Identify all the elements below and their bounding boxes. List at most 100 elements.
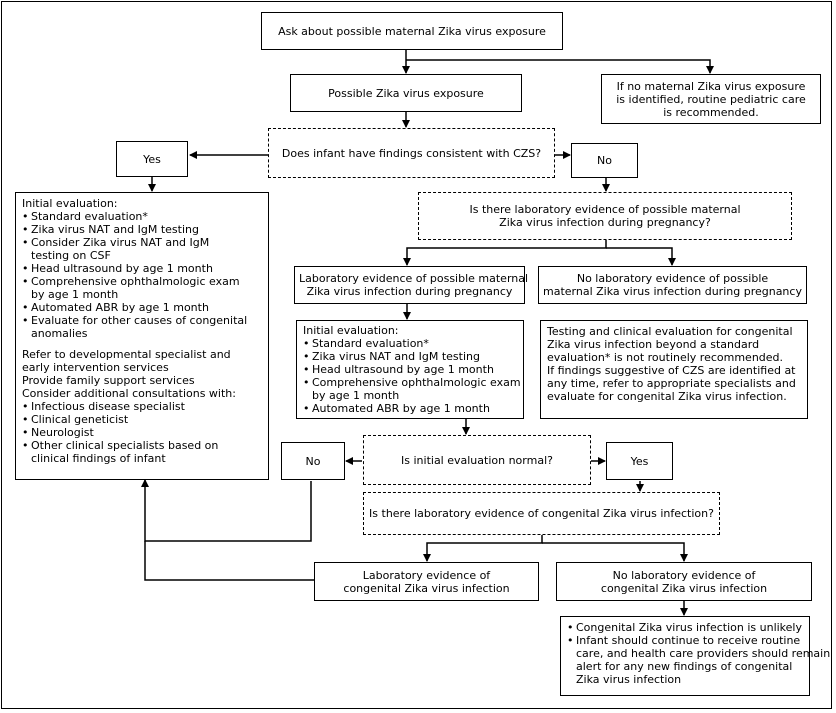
text-line: any time, refer to appropriate specialis… [547,377,796,390]
initial-evaluation-czs-box: Initial evaluation: Standard evaluation*… [15,192,269,480]
text-line: Ask about possible maternal Zika virus e… [278,24,546,38]
possible-exposure-lines: Possible Zika virus exposure [295,87,517,100]
bullet-item: Other clinical specialists based on [22,439,262,452]
text-line: is recommended. [663,105,759,119]
normal-yes-label: Yes [611,455,668,468]
bullet-item: Standard evaluation* [22,210,262,223]
bullet-item: Comprehensive ophthalmologic exam [22,275,262,288]
bullet-item: Neurologist [22,426,262,439]
bullet-item-continuation: testing on CSF [31,249,111,262]
initial-evaluation-czs-heading: Initial evaluation: [22,197,118,210]
czs-no-box: No [571,143,638,178]
text-line: If findings suggestive of CZS are identi… [547,364,796,377]
bullet-item: Standard evaluation* [303,337,517,350]
bullet-item: Congenital Zika virus infection is unlik… [567,621,803,634]
bullet-item-continuation: anomalies [31,327,88,340]
text-line: Does infant have findings consistent wit… [281,146,542,160]
text-line: evaluate for congenital Zika virus infec… [547,390,787,403]
text-line: Yes [143,152,161,166]
text-line: Possible Zika virus exposure [328,86,484,100]
text-line: Consider additional consultations with: [22,387,236,400]
text-line: maternal Zika virus infection during pre… [543,285,802,298]
testing-not-recommended-box: Testing and clinical evaluation for cong… [540,320,808,419]
text-line: Testing and clinical evaluation for cong… [547,325,793,338]
initial-evaluation-czs-items: Standard evaluation*Zika virus NAT and I… [22,210,262,340]
normal-no-box: No [281,442,345,480]
text-line: No laboratory evidence of [612,568,756,582]
text-line: Is there laboratory evidence of congenit… [369,507,714,520]
infection-unlikely-box: Congenital Zika virus infection is unlik… [560,616,831,696]
czs-yes-box: Yes [116,141,188,177]
initial-evaluation-lab-items: Standard evaluation*Zika virus NAT and I… [303,337,521,415]
bullet-item: Zika virus NAT and IgM testing [303,350,517,363]
arrow-congenital-to-no [542,542,688,562]
arrow-lab-question-to-yes [403,240,607,266]
arrow-congenital-yes-back-to-eval [144,541,315,581]
initial-evaluation-lab-content: Initial evaluation: Standard evaluation*… [303,324,521,415]
czs-yes-label: Yes [121,153,183,166]
bullet-item: Comprehensive ophthalmologic exam [303,376,521,389]
text-line: Provide family support services [22,374,195,387]
congenital-question-box: Is there laboratory evidence of congenit… [363,492,720,535]
bullet-item: Clinical geneticist [22,413,262,426]
bullet-item-continuation: clinical findings of infant [31,452,166,465]
text-line: Zika virus infection during pregnancy? [499,216,711,229]
bullet-item: Infectious disease specialist [22,400,262,413]
lab-evidence-yes-box: Laboratory evidence of possible maternal… [294,266,528,304]
text-line: If no maternal Zika virus exposure [616,79,806,93]
initial-evaluation-lab-heading: Initial evaluation: [303,324,399,337]
ask-exposure-lines: Ask about possible maternal Zika virus e… [266,25,558,38]
consultation-items: Infectious disease specialistClinical ge… [22,400,262,465]
text-line: Is there laboratory evidence of possible… [469,203,741,216]
bullet-item-continuation: alert for any new findings of congenital [576,660,793,673]
text-line: is identified, routine pediatric care [616,92,806,106]
normal-yes-box: Yes [606,442,673,480]
arrow-congenital-to-yes [423,535,543,562]
bullet-item-continuation: care, and health care providers should r… [576,647,831,660]
bullet-item-continuation: Zika virus infection [576,673,682,686]
initial-evaluation-lab-box: Initial evaluation: Standard evaluation*… [296,320,524,419]
text-line: Yes [630,454,649,468]
bullet-item: Zika virus NAT and IgM testing [22,223,262,236]
infection-unlikely-items: Congenital Zika virus infection is unlik… [567,621,831,686]
initial-evaluation-czs-content: Initial evaluation: Standard evaluation*… [22,197,262,465]
testing-not-recommended-lines: Testing and clinical evaluation for cong… [547,325,801,403]
lab-evidence-question-lines: Is there laboratory evidence of possible… [423,203,787,229]
czs-question-lines: Does infant have findings consistent wit… [273,147,550,160]
bullet-item: Evaluate for other causes of congenital [22,314,262,327]
text-line: No laboratory evidence of possible [576,272,769,285]
bullet-item-continuation: by age 1 month [31,288,119,301]
czs-question-box: Does infant have findings consistent wit… [268,128,555,178]
normal-question-lines: Is initial evaluation normal? [368,454,586,467]
text-line: No [597,154,612,167]
text-line: Refer to developmental specialist and [22,348,231,361]
text-line: Is initial evaluation normal? [401,453,553,467]
bullet-item: Consider Zika virus NAT and IgM [22,236,262,249]
text-line: congenital Zika virus infection [343,581,510,595]
bullet-item: Head ultrasound by age 1 month [303,363,517,376]
text-line: No [305,454,321,468]
text-line: Laboratory evidence of [362,568,491,582]
ask-exposure-box: Ask about possible maternal Zika virus e… [261,12,563,50]
text-line: congenital Zika virus infection [600,581,768,595]
lab-evidence-question-box: Is there laboratory evidence of possible… [418,192,792,240]
bullet-item: Infant should continue to receive routin… [567,634,803,647]
text-line: early intervention services [22,361,169,374]
normal-question-box: Is initial evaluation normal? [363,435,591,485]
bullet-item: Head ultrasound by age 1 month [22,262,262,275]
bullet-item: Automated ABR by age 1 month [22,301,262,314]
arrow-lab-question-to-no [606,247,676,266]
text-line: Zika virus infection beyond a standard [547,338,760,351]
possible-exposure-box: Possible Zika virus exposure [290,74,522,112]
czs-no-label: No [576,154,633,167]
text-line: Zika virus infection during pregnancy [306,285,513,298]
bullet-item: Automated ABR by age 1 month [303,402,517,415]
